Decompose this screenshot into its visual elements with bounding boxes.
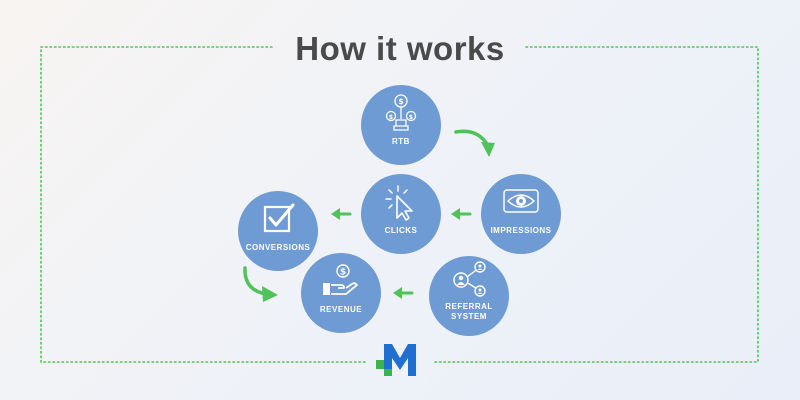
node-clicks-label: CLICKS (384, 226, 418, 235)
checkbox-icon (263, 203, 295, 233)
page-title: How it works (295, 30, 505, 67)
node-revenue-label: REVENUE (319, 305, 363, 314)
node-referral-label-line1: REFERRAL (445, 302, 493, 311)
arrow-impressions-to-clicks (451, 208, 472, 220)
hand-coin-icon: $ (323, 264, 358, 295)
node-conversions-label: CONVERSIONS (245, 243, 311, 252)
node-revenue: $ REVENUE (301, 253, 381, 333)
svg-text:$: $ (409, 114, 413, 121)
svg-text:$: $ (389, 114, 393, 121)
arrow-clicks-to-conversions (331, 208, 352, 220)
cursor-click-icon (385, 185, 413, 221)
m-logo-icon (372, 338, 428, 382)
node-rtb-label: RTB (392, 137, 410, 146)
network-people-icon (453, 261, 486, 297)
node-impressions-label: IMPRESSIONS (490, 226, 552, 235)
node-conversions: CONVERSIONS (238, 191, 318, 271)
svg-text:$: $ (398, 97, 404, 106)
svg-text:$: $ (340, 268, 346, 278)
node-referral-label-line2: SYSTEM (451, 312, 487, 321)
arrow-referral-to-revenue (393, 287, 414, 299)
node-clicks: CLICKS (361, 174, 441, 254)
node-impressions: IMPRESSIONS (481, 174, 561, 254)
eye-icon (503, 189, 539, 213)
money-hand-icon: $ $ $ (385, 94, 417, 131)
node-referral-system: REFERRAL SYSTEM (429, 256, 509, 336)
node-rtb: $ $ $ RTB (361, 85, 441, 165)
curved-arrow-rtb-to-impressions (454, 129, 495, 157)
curved-arrow-conversions-to-revenue (243, 266, 278, 302)
